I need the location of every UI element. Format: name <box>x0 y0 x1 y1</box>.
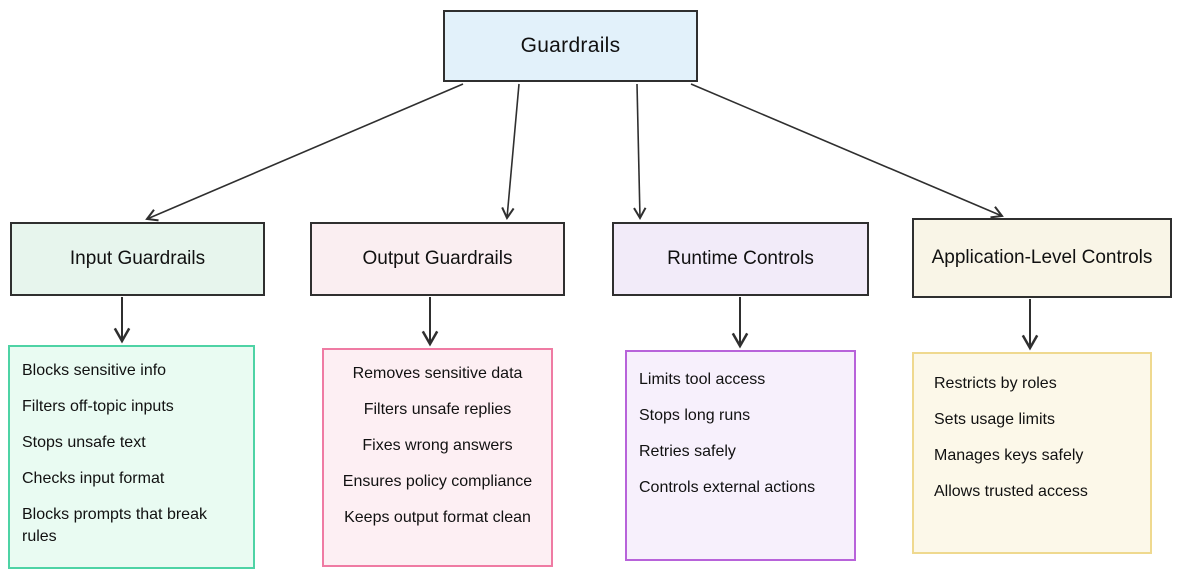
edge-root-to-runtime <box>633 83 647 221</box>
branch-node-application-level-controls: Application-Level Controls <box>912 218 1172 298</box>
branch-node-output-guardrails: Output Guardrails <box>310 222 565 296</box>
detail-item: Retries safely <box>639 443 736 461</box>
detail-item: Keeps output format clean <box>344 509 531 527</box>
detail-item: Blocks sensitive info <box>22 362 167 379</box>
detail-item: Stops long runs <box>639 407 751 425</box>
detail-item: Fixes wrong answers <box>362 437 513 455</box>
edge-root-to-output <box>501 83 520 221</box>
detail-item: Filters unsafe replies <box>363 401 512 419</box>
detail-item: Ensures policy compliance <box>342 473 533 491</box>
detail-item: Allows trusted access <box>934 483 1088 501</box>
edge-root-to-application <box>690 83 1004 219</box>
branch-node-runtime-controls: Runtime Controls <box>612 222 869 296</box>
root-node-label: Guardrails <box>520 34 621 57</box>
branch-node-label: Output Guardrails <box>362 248 513 270</box>
detail-item: Checks input format <box>22 470 165 488</box>
detail-item: Filters off-topic inputs <box>22 398 174 416</box>
edge-root-to-input <box>145 83 464 222</box>
detail-item: Sets usage limits <box>934 411 1055 429</box>
detail-item: Manages keys safely <box>934 447 1084 465</box>
detail-item: Stops unsafe text <box>22 434 146 452</box>
branch-node-label: Application-Level Controls <box>931 247 1153 269</box>
branch-node-label: Input Guardrails <box>69 248 206 270</box>
detail-item: Blocks prompts that break rules <box>22 506 207 545</box>
detail-item: Removes sensitive data <box>352 365 523 382</box>
detail-item: Limits tool access <box>639 371 766 388</box>
branch-node-label: Runtime Controls <box>667 248 814 270</box>
branch-node-input-guardrails: Input Guardrails <box>10 222 265 296</box>
detail-item: Controls external actions <box>639 479 816 497</box>
detail-item: Restricts by roles <box>934 375 1057 392</box>
root-node-guardrails: Guardrails <box>443 10 698 82</box>
